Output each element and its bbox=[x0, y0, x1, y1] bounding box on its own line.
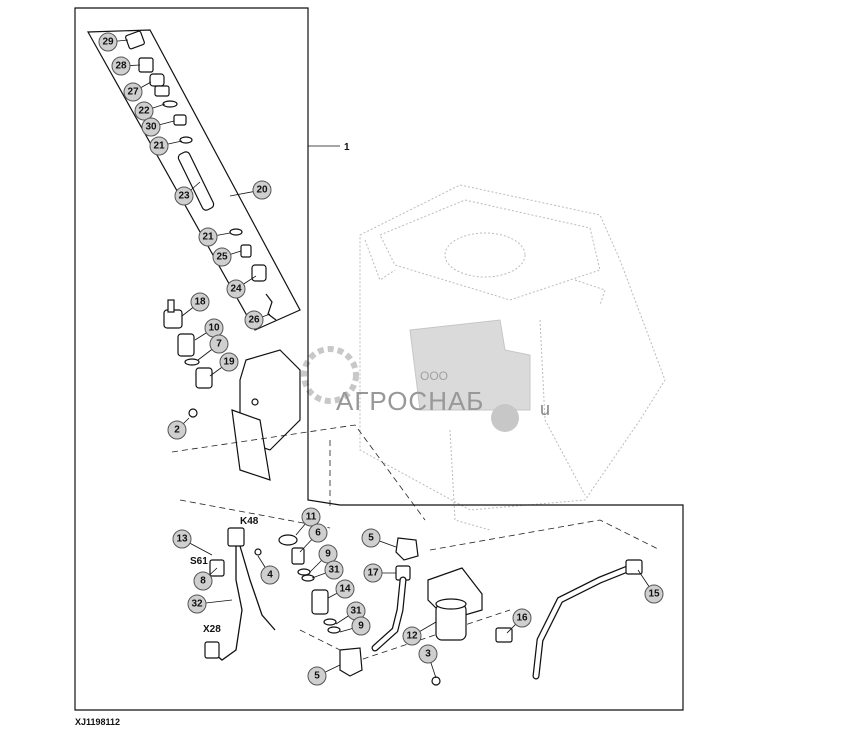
background-machine-outline bbox=[359, 184, 666, 531]
callout-circle bbox=[98, 32, 118, 52]
callout-number: 28 bbox=[115, 61, 127, 72]
callout-number: 4 bbox=[267, 570, 273, 581]
callout-circle bbox=[324, 560, 344, 580]
callout-number: 30 bbox=[145, 122, 157, 133]
center-fitting-stack bbox=[278, 534, 363, 677]
hose-17-assembly bbox=[371, 537, 419, 652]
callout-number: 21 bbox=[153, 141, 165, 152]
callout-number: 9 bbox=[358, 621, 364, 632]
filter-12 bbox=[427, 567, 483, 686]
callout-circle bbox=[134, 101, 154, 121]
callout-number: 16 bbox=[516, 613, 528, 624]
callout-number: 6 bbox=[315, 528, 321, 539]
callout-circle bbox=[363, 563, 383, 583]
callout-circle bbox=[167, 420, 187, 440]
callout-circle bbox=[361, 528, 381, 548]
callout-circle bbox=[512, 608, 532, 628]
callout-number: 11 bbox=[306, 512, 317, 523]
callout-number: 9 bbox=[325, 549, 331, 560]
callout-number: 29 bbox=[102, 37, 114, 48]
callout-circle bbox=[123, 82, 143, 102]
wiring-harness bbox=[204, 527, 276, 661]
callout-number: 20 bbox=[256, 185, 268, 196]
fitting-column bbox=[163, 299, 213, 418]
callout-number: 3 bbox=[425, 649, 431, 660]
kit-frame bbox=[74, 7, 684, 711]
callout-circle bbox=[190, 292, 210, 312]
callout-number: 23 bbox=[178, 191, 190, 202]
callout-number: 19 bbox=[223, 357, 235, 368]
kit-parts bbox=[125, 30, 277, 321]
callout-circle bbox=[252, 180, 272, 200]
callout-circle bbox=[260, 565, 280, 585]
callout-circle bbox=[644, 584, 664, 604]
callout-circle bbox=[212, 247, 232, 267]
callout-number: 10 bbox=[208, 323, 220, 334]
figure-id: XJ1198112 bbox=[75, 717, 120, 727]
callout-number: 7 bbox=[216, 339, 222, 350]
callout-circle bbox=[141, 117, 161, 137]
callout-circle bbox=[307, 666, 327, 686]
callout-circle bbox=[351, 616, 371, 636]
callout-number: 15 bbox=[648, 589, 660, 600]
callout-circle bbox=[226, 279, 246, 299]
callout-circle bbox=[301, 507, 321, 527]
callouts: 2928272230212320212524261810719211613483… bbox=[98, 32, 664, 686]
callout-number: 31 bbox=[328, 565, 340, 576]
callout-circle bbox=[187, 594, 207, 614]
callout-number: 12 bbox=[406, 631, 418, 642]
mounting-bracket bbox=[231, 349, 301, 481]
watermark-prefix: ООО bbox=[420, 369, 448, 383]
callout-number: 14 bbox=[339, 584, 351, 595]
callout-circle bbox=[402, 626, 422, 646]
callout-circle bbox=[111, 56, 131, 76]
callout-number: 21 bbox=[202, 232, 214, 243]
callout-number: 24 bbox=[230, 284, 242, 295]
callout-circle bbox=[418, 644, 438, 664]
callout-circle bbox=[308, 523, 328, 543]
callout-number: 13 bbox=[176, 534, 188, 545]
watermark-suffix: u bbox=[540, 399, 550, 419]
callout-number: 26 bbox=[248, 315, 260, 326]
callout-circle bbox=[335, 579, 355, 599]
watermark-company: АГРОСНАБ bbox=[336, 386, 484, 416]
callout-number: 5 bbox=[314, 671, 320, 682]
callout-number: 31 bbox=[350, 606, 362, 617]
switch-label-s61: S61 bbox=[190, 556, 208, 567]
group-label: 1 bbox=[344, 142, 350, 153]
callout-circle bbox=[244, 310, 264, 330]
callout-circle bbox=[174, 186, 194, 206]
callout-number: 32 bbox=[191, 599, 203, 610]
callout-circle bbox=[149, 136, 169, 156]
callout-circle bbox=[193, 571, 213, 591]
hose-15 bbox=[532, 559, 643, 680]
watermark-logo: ООО АГРОСНАБ u bbox=[301, 319, 550, 432]
callout-circle bbox=[172, 529, 192, 549]
callout-number: 27 bbox=[127, 87, 139, 98]
callout-number: 22 bbox=[138, 106, 150, 117]
callout-circle bbox=[219, 352, 239, 372]
callout-circle bbox=[198, 227, 218, 247]
callout-number: 17 bbox=[367, 568, 379, 579]
callout-number: 5 bbox=[368, 533, 374, 544]
callout-number: 2 bbox=[174, 425, 180, 436]
callout-circle bbox=[209, 334, 229, 354]
callout-number: 25 bbox=[216, 252, 228, 263]
callout-number: 8 bbox=[200, 576, 206, 587]
callout-number: 18 bbox=[194, 297, 206, 308]
connector-label-k48: K48 bbox=[240, 516, 259, 527]
connector-label-x28: X28 bbox=[203, 624, 221, 635]
